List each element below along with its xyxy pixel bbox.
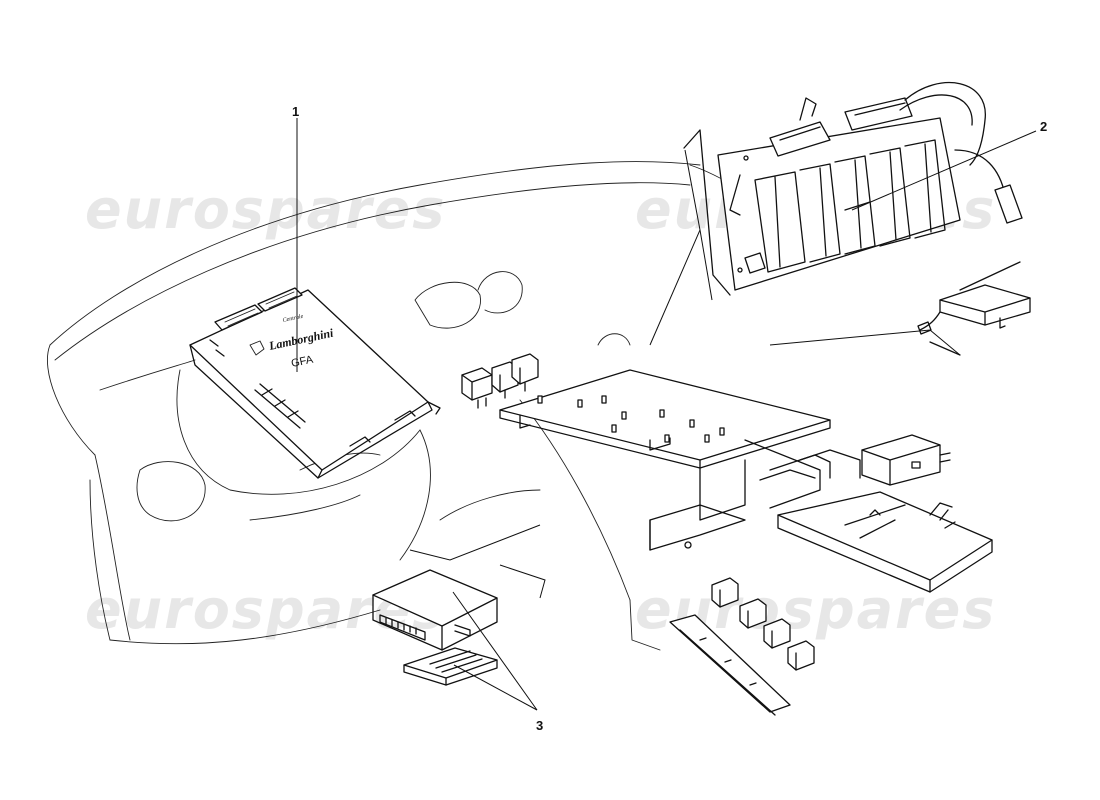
callouts: 1 2 3	[292, 104, 1047, 733]
bull-logo-icon	[249, 340, 265, 356]
fuse-block	[683, 81, 1023, 296]
relay-group-top	[461, 353, 539, 409]
bracket-studs	[537, 395, 725, 443]
relay-holder-rail	[669, 614, 791, 716]
leader-lines	[296, 118, 1037, 711]
control-module-3	[372, 569, 498, 651]
leader-3b	[453, 664, 538, 711]
leader-3a	[452, 591, 538, 711]
callout-3: 3	[536, 718, 543, 733]
ecu-brand-small: Centrale	[282, 314, 304, 324]
ecu-model: GFA	[290, 353, 315, 369]
relay-group-bottom	[711, 577, 815, 671]
watermark-bottom-left: eurospares	[85, 578, 446, 641]
leader-2	[851, 130, 1037, 211]
watermark-top-left: eurospares	[85, 178, 446, 241]
right-module-upper	[861, 434, 951, 486]
callout-1: 1	[292, 104, 299, 119]
gfa-control-unit: Centrale Lamborghini GFA	[189, 287, 441, 479]
right-module-lower	[777, 491, 993, 593]
callout-2: 2	[1040, 119, 1047, 134]
mounting-bracket	[499, 369, 861, 551]
sensor-unit	[917, 261, 1031, 356]
plug-module-3	[403, 647, 498, 686]
